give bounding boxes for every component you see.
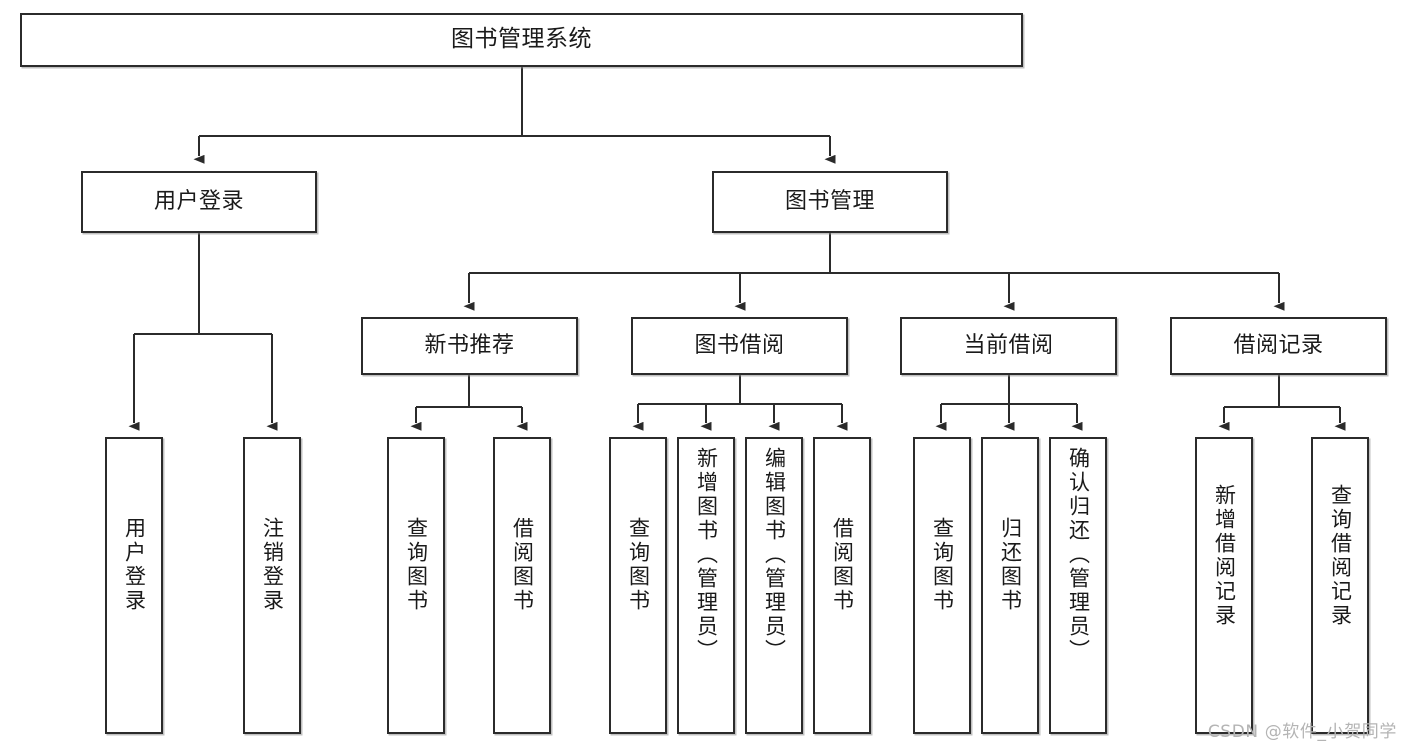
- leaf-borrow-books-new[interactable]: 借阅图书: [493, 437, 551, 734]
- leaf-query-borrow-record[interactable]: 查询借阅记录: [1311, 437, 1369, 734]
- leaf-query-books-new[interactable]: 查询图书: [387, 437, 445, 734]
- leaf-confirm-return-admin[interactable]: 确认归还（管理员）: [1049, 437, 1107, 734]
- node-user-login[interactable]: 用户登录: [81, 171, 317, 233]
- node-label: 确认归还（管理员）: [1066, 447, 1091, 663]
- node-label: 查询图书: [626, 517, 651, 613]
- node-label: 用户登录: [153, 188, 244, 214]
- node-current-borrowing[interactable]: 当前借阅: [900, 317, 1117, 375]
- node-new-book-recommendation[interactable]: 新书推荐: [361, 317, 578, 375]
- leaf-borrow-books[interactable]: 借阅图书: [813, 437, 871, 734]
- node-label: 图书管理: [784, 188, 875, 214]
- leaf-edit-book-admin[interactable]: 编辑图书（管理员）: [745, 437, 803, 734]
- node-label: 新书推荐: [424, 332, 515, 358]
- node-label: 新增借阅记录: [1212, 484, 1237, 628]
- node-label: 查询借阅记录: [1328, 484, 1353, 628]
- node-label: 注销登录: [260, 517, 285, 613]
- node-label: 借阅图书: [830, 517, 855, 613]
- node-label: 当前借阅: [963, 332, 1054, 358]
- node-label: 图书管理系统: [451, 26, 592, 53]
- node-borrowing-records[interactable]: 借阅记录: [1170, 317, 1387, 375]
- node-label: 用户登录: [122, 517, 147, 613]
- leaf-user-login[interactable]: 用户登录: [105, 437, 163, 734]
- node-label: 编辑图书（管理员）: [762, 447, 787, 663]
- node-label: 图书借阅: [694, 332, 785, 358]
- node-label: 查询图书: [930, 517, 955, 613]
- node-label: 新增图书（管理员）: [694, 447, 719, 663]
- leaf-add-book-admin[interactable]: 新增图书（管理员）: [677, 437, 735, 734]
- leaf-logout[interactable]: 注销登录: [243, 437, 301, 734]
- leaf-query-books-borrow[interactable]: 查询图书: [609, 437, 667, 734]
- leaf-query-books-current[interactable]: 查询图书: [913, 437, 971, 734]
- node-label: 归还图书: [998, 517, 1023, 613]
- node-book-borrowing[interactable]: 图书借阅: [631, 317, 848, 375]
- node-root-system[interactable]: 图书管理系统: [20, 13, 1023, 67]
- node-label: 借阅图书: [510, 517, 535, 613]
- node-label: 借阅记录: [1233, 332, 1324, 358]
- node-book-management[interactable]: 图书管理: [712, 171, 948, 233]
- leaf-add-borrow-record[interactable]: 新增借阅记录: [1195, 437, 1253, 734]
- node-label: 查询图书: [404, 517, 429, 613]
- leaf-return-books[interactable]: 归还图书: [981, 437, 1039, 734]
